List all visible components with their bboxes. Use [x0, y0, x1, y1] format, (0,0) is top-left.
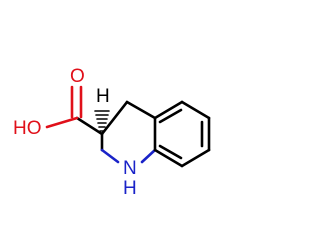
- hydroxyl-label: HO: [13, 118, 42, 139]
- stereo-hydrogen-label: H: [96, 86, 110, 107]
- carbonyl-oxygen-label: O: [70, 66, 85, 87]
- aromatic-bond-6: [153, 148, 184, 168]
- aromatic-bond-6-inner: [158, 144, 183, 160]
- ring-bond-n-c8a: [140, 148, 157, 164]
- ring-bond-c2-n: [100, 148, 120, 164]
- ring-nitrogen-label: N: [123, 158, 137, 179]
- aromatic-bond-5: [180, 148, 211, 168]
- aromatic-bond-2: [153, 100, 184, 120]
- aromatic-bond-2-inner: [158, 108, 183, 124]
- aromatic-bond-3: [180, 100, 211, 120]
- c-oh-bond: [45, 116, 79, 129]
- amine-hydrogen-label: H: [123, 178, 137, 199]
- molecule-structure: HO O H N H: [13, 66, 211, 199]
- stereo-hash-bond: [94, 110, 110, 132]
- ring-bond-c4-c4a: [125, 100, 157, 120]
- carboxyl-carbon-bond: [75, 116, 104, 136]
- ring-bond-c3-c4: [100, 100, 129, 136]
